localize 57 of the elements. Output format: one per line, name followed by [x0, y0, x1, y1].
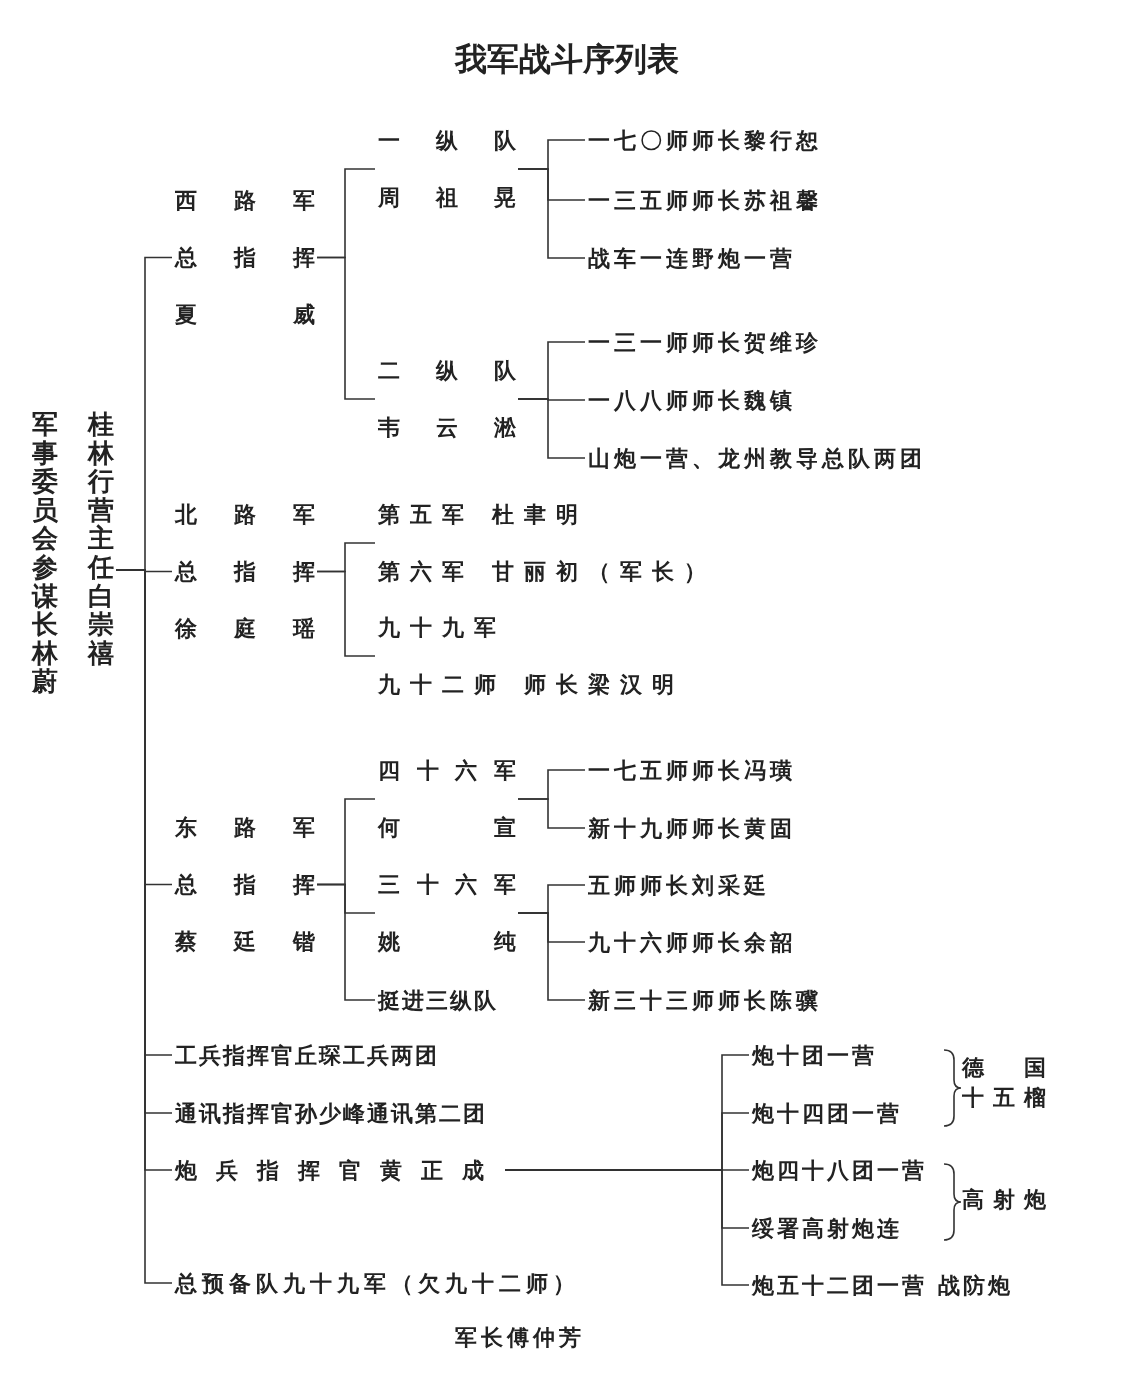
- unit-label: 工兵指挥官丘琛工兵两团: [175, 1041, 439, 1070]
- unit-label: 三十六军: [378, 870, 516, 899]
- unit-label: 总指挥: [175, 870, 315, 899]
- unit-label: 周祖晃: [378, 183, 516, 212]
- connector-line: [316, 570, 376, 657]
- unit-label: 新十九师师长黄固: [588, 814, 796, 843]
- unit-label: 一七五师师长冯璜: [588, 756, 796, 785]
- connector-line: [517, 798, 586, 829]
- unit-label: 东路军: [175, 813, 315, 842]
- bracket-note: 高射炮: [962, 1185, 1046, 1214]
- caption-text: 军长傅仲芳: [455, 1323, 585, 1352]
- bracket-note: 德国十五榴: [962, 1053, 1046, 1112]
- unit-label: 姚纯: [378, 927, 516, 956]
- unit-label: 九十二师 师长梁汉明: [378, 670, 684, 699]
- unit-label: 一三五师师长苏祖馨: [588, 186, 822, 215]
- connector-line: [517, 912, 586, 1001]
- unit-label: 五师师长刘采廷: [588, 871, 770, 900]
- vertical-label: 桂林行营主任白崇禧: [88, 410, 114, 670]
- unit-label: 通讯指挥官孙少峰通讯第二团: [175, 1099, 487, 1128]
- unit-label: 绥署高射炮连: [752, 1214, 902, 1243]
- unit-label: 炮五十二团一营 战防炮: [752, 1271, 1013, 1300]
- unit-label: 四十六军: [378, 756, 516, 785]
- connector-line: [504, 1169, 750, 1286]
- unit-label: 九十九军: [378, 613, 507, 642]
- unit-label: 韦云淞: [378, 413, 516, 442]
- unit-label: 炮十四团一营: [752, 1099, 902, 1128]
- unit-label: 战车一连野炮一营: [588, 244, 796, 273]
- unit-label: 徐庭瑶: [175, 614, 315, 643]
- unit-label: 西路军: [175, 186, 315, 215]
- connector-line: [316, 883, 376, 1001]
- unit-label: 一七〇师师长黎行恕: [588, 126, 822, 155]
- unit-label: 何宣: [378, 813, 516, 842]
- connector-line: [316, 256, 376, 400]
- unit-label: 一纵队: [378, 126, 516, 155]
- unit-label: 新三十三师师长陈骥: [588, 986, 822, 1015]
- unit-label: 炮兵指挥官黄正成: [175, 1156, 503, 1185]
- unit-label: 一八八师师长魏镇: [588, 386, 796, 415]
- unit-label: 九十六师师长余韶: [588, 928, 796, 957]
- connector-line: [115, 569, 173, 1284]
- unit-label: 总预备队九十九军（欠九十二师）: [175, 1269, 580, 1298]
- unit-label: 炮四十八团一营: [752, 1156, 927, 1185]
- unit-label: 一三一师师长贺维珍: [588, 328, 822, 357]
- connector-line: [517, 168, 586, 259]
- unit-label: 总指挥: [175, 243, 315, 272]
- unit-label: 山炮一营、龙州教导总队两团: [588, 444, 926, 473]
- unit-label: 二纵队: [378, 356, 516, 385]
- unit-label: 挺进三纵队: [378, 986, 498, 1015]
- unit-label: 北路军: [175, 500, 315, 529]
- unit-label: 第五军 杜聿明: [378, 500, 589, 529]
- unit-label: 总指挥: [175, 557, 315, 586]
- unit-label: 夏威: [175, 300, 315, 329]
- vertical-label: 军事委员会参谋长林蔚: [32, 410, 58, 696]
- unit-label: 蔡廷锴: [175, 927, 315, 956]
- connector-line: [517, 398, 586, 459]
- unit-label: 炮十团一营: [752, 1041, 877, 1070]
- chart-title: 我军战斗序列表: [453, 39, 680, 80]
- unit-label: 第六军 甘丽初（军长）: [378, 557, 716, 586]
